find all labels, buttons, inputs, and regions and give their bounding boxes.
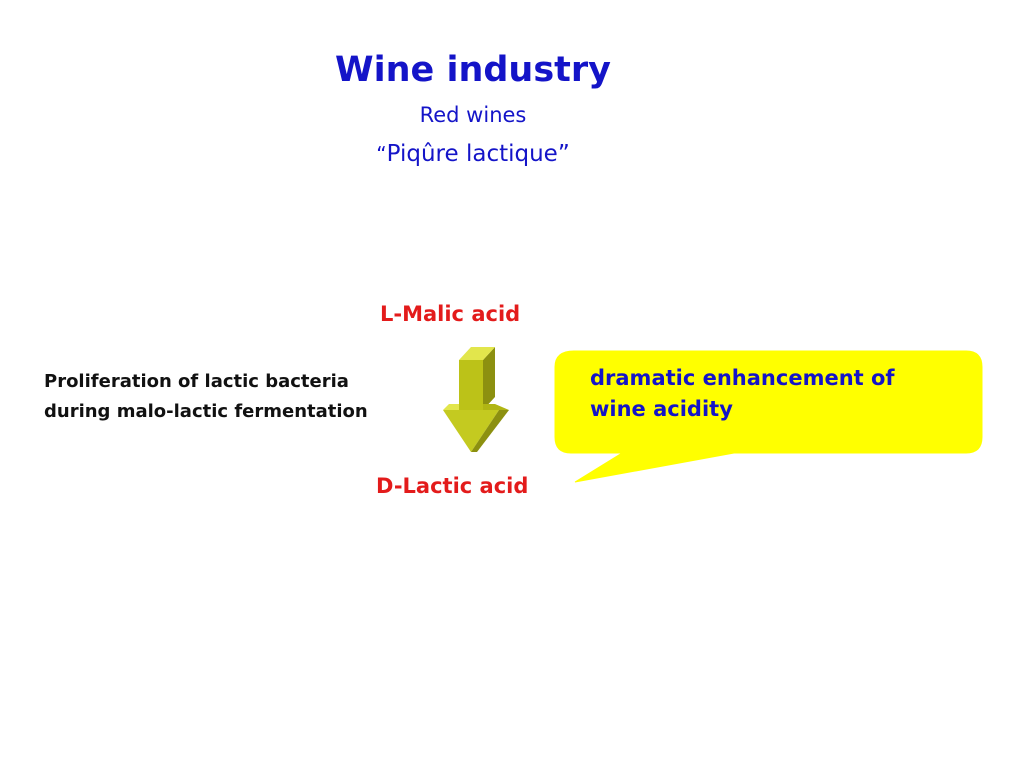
process-line: during malo-lactic fermentation — [44, 401, 368, 422]
callout-text: dramatic enhancement of wine acidity — [590, 363, 895, 425]
process-line: Proliferation of lactic bacteria — [44, 371, 349, 392]
slide-subtitle: Red wines — [419, 103, 527, 127]
callout-line: wine acidity — [590, 397, 733, 421]
callout-line: dramatic enhancement of — [590, 366, 895, 390]
term-text: Piqûre lactique” — [386, 141, 570, 167]
down-arrow-icon — [443, 347, 509, 452]
callout-bubble — [554, 350, 983, 483]
product-label: D-Lactic acid — [376, 474, 529, 498]
slide-title: Wine industry — [335, 50, 611, 90]
open-quote: “ — [376, 142, 387, 166]
substrate-label: L-Malic acid — [380, 302, 521, 326]
slide-subtitle-term: “Piqûre lactique” — [0, 138, 946, 170]
process-description: Proliferation of lactic bacteria during … — [44, 367, 368, 427]
